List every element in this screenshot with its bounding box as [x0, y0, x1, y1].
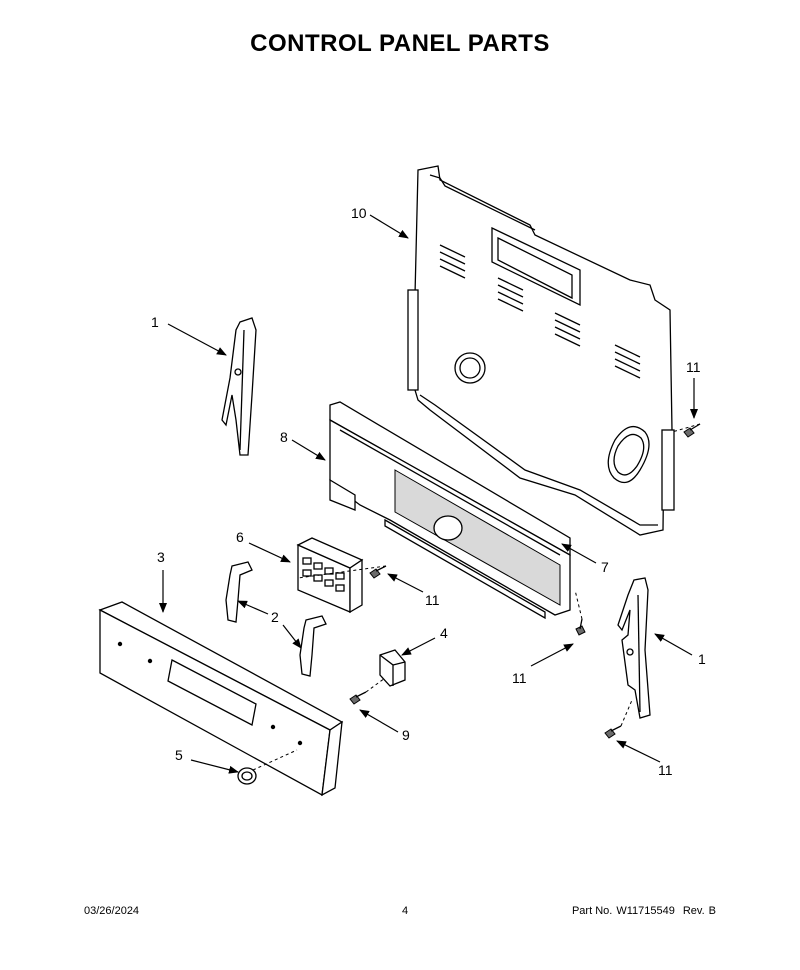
callout-1b: 1 [698, 651, 706, 667]
callout-11b: 11 [425, 592, 440, 608]
part-6-electronic-control [296, 537, 364, 614]
leader-2b [282, 624, 302, 649]
part-5-button [237, 767, 257, 785]
callout-4: 4 [440, 625, 448, 641]
leader-2a [237, 600, 269, 615]
leader-8 [291, 439, 326, 461]
footer-part-number: Part No.W11715549 Rev.B [568, 905, 716, 917]
screw-c [575, 618, 586, 636]
part-1-left-bracket [221, 317, 257, 456]
leader-4 [401, 637, 436, 656]
leader-7 [561, 543, 597, 564]
leader-10 [369, 214, 409, 239]
callout-10: 10 [351, 205, 367, 221]
footer-date: 03/26/2024 [84, 905, 140, 917]
leader-6 [248, 542, 291, 563]
callout-6: 6 [236, 529, 244, 545]
part-4-switch [379, 649, 406, 687]
screw-d [604, 725, 622, 739]
leader-11b [387, 573, 424, 593]
callout-8: 8 [280, 429, 288, 445]
leader-1a [167, 323, 227, 356]
screw-b [369, 565, 387, 579]
part-10-rear-shield [407, 165, 675, 536]
rev-label: Rev. [682, 905, 705, 917]
screw-a [683, 423, 701, 438]
screws [349, 423, 701, 739]
callout-2: 2 [271, 609, 279, 625]
part-1-right-bracket [617, 577, 651, 719]
callout-11c: 11 [512, 670, 527, 686]
leader-11d [616, 740, 661, 763]
callout-9: 9 [402, 727, 410, 743]
callout-5: 5 [175, 747, 183, 763]
callout-1a: 1 [151, 314, 159, 330]
part-2-brackets [225, 561, 327, 677]
part-number: W11715549 [616, 905, 675, 917]
rev-value: B [708, 905, 716, 917]
callout-7: 7 [601, 559, 609, 575]
callout-11d: 11 [658, 762, 673, 778]
screw-9 [349, 691, 367, 705]
page-title: CONTROL PANEL PARTS [250, 30, 550, 57]
callout-3: 3 [157, 549, 165, 565]
callout-11a: 11 [686, 359, 701, 375]
part-8-mounting-channel [329, 401, 571, 620]
leader-9 [359, 709, 399, 733]
leader-1b [654, 633, 693, 656]
part-3-console [98, 601, 344, 797]
part-label: Part No. [571, 905, 613, 917]
leader-11c [530, 643, 574, 667]
leader-5 [190, 759, 239, 774]
footer-page-number: 4 [402, 905, 409, 917]
